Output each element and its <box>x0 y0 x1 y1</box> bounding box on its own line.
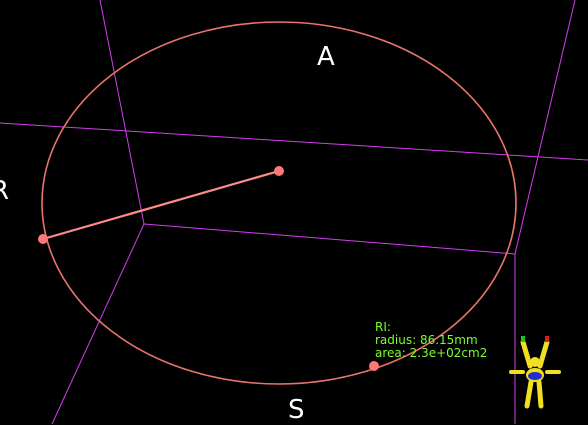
roi-center-handle[interactable] <box>274 166 284 176</box>
slice-line-depth <box>51 223 145 424</box>
roi-radius-line <box>42 169 280 241</box>
slice-line-vertical-back <box>99 0 145 225</box>
right-hand-icon <box>545 336 549 342</box>
slice-line-right-vertical <box>514 0 576 255</box>
left-hand-icon <box>521 336 525 342</box>
slice-line-horizontal-lower <box>143 223 516 255</box>
roi-annotation: RI: radius: 86.15mm area: 2.3e+02cm2 <box>375 321 487 360</box>
roi-area-label: area: 2.3e+02cm2 <box>375 346 488 360</box>
human-figure-icon <box>509 336 561 409</box>
orientation-label-top: A <box>317 42 335 72</box>
slice-line-horizontal-upper <box>0 122 588 161</box>
orientation-label-bottom: S <box>288 395 305 425</box>
roi-radius-label: radius: 86.15mm <box>375 333 478 347</box>
circle-roi-outline[interactable] <box>41 21 517 385</box>
orientation-label-left: R <box>0 176 10 206</box>
roi-name-label: RI: <box>375 320 391 334</box>
roi-label-handle[interactable] <box>369 361 379 371</box>
roi-radius-handle[interactable] <box>38 234 48 244</box>
